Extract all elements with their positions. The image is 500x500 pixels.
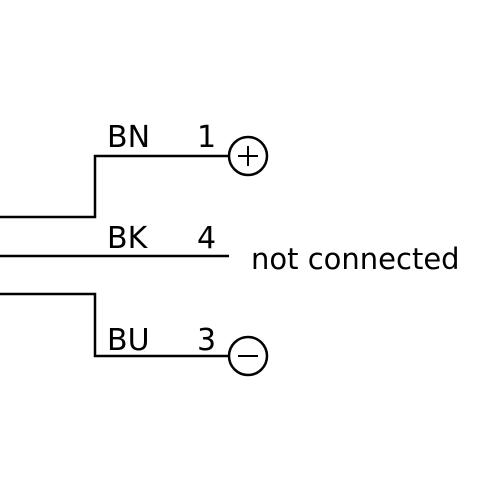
plus-circle-icon — [227, 135, 269, 177]
wire-bk-color-code: BK — [107, 221, 149, 256]
wire-bu-color-code: BU — [107, 323, 150, 358]
wire-bn: BN 1 — [0, 120, 269, 219]
wire-bn-color-code: BN — [107, 120, 150, 155]
wire-bn-line — [0, 154, 229, 219]
wire-bk-note: not connected — [251, 242, 460, 276]
wire-bk-pin-number: 4 — [197, 221, 216, 256]
wire-bk: BK 4 not connected — [0, 221, 460, 276]
wire-bu-pin-number: 3 — [197, 323, 216, 358]
minus-circle-icon — [227, 335, 269, 377]
wire-bn-pin-number: 1 — [197, 120, 216, 155]
wire-bu: BU 3 — [0, 292, 269, 377]
wire-bu-line — [0, 292, 229, 358]
